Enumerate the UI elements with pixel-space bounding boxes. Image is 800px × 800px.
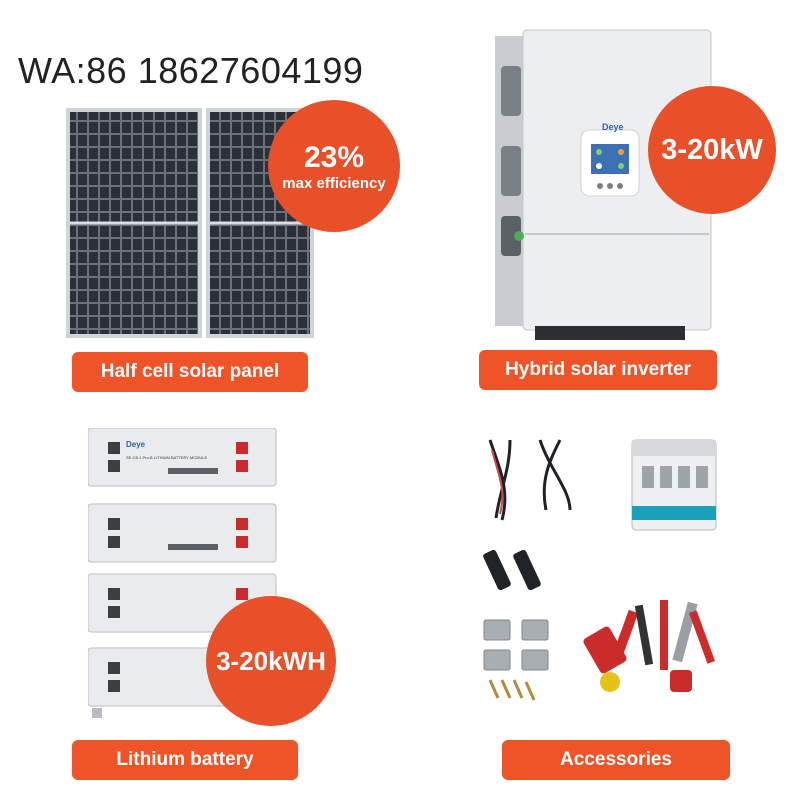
label-accessories: Accessories xyxy=(502,740,730,780)
label-battery: Lithium battery xyxy=(72,740,298,780)
toolkit-icon xyxy=(483,439,717,701)
inverter-icon xyxy=(495,29,712,340)
contact-text: WA:86 18627604199 xyxy=(18,50,364,91)
label-battery-text: Lithium battery xyxy=(116,749,254,770)
label-accessories-text: Accessories xyxy=(560,749,672,770)
label-solar-panel-text: Half cell solar panel xyxy=(100,361,280,382)
battery-brand: Deye xyxy=(126,440,146,449)
battery-module-text: SE-G5.1 Pro-B LITHIUM BATTERY MODULE xyxy=(126,455,208,460)
label-inverter: Hybrid solar inverter xyxy=(479,350,717,390)
battery-capacity-badge: 3-20kWH xyxy=(206,596,336,726)
inverter-power-badge: 3-20kW xyxy=(648,86,776,214)
efficiency-value: 23% xyxy=(303,140,365,174)
battery-capacity-value: 3-20kWH xyxy=(216,645,326,676)
label-inverter-text: Hybrid solar inverter xyxy=(505,359,691,380)
efficiency-badge: 23% max efficiency xyxy=(268,100,400,232)
efficiency-caption: max efficiency xyxy=(282,174,386,192)
label-solar-panel: Half cell solar panel xyxy=(72,352,308,392)
inverter-brand: Deye xyxy=(602,122,624,132)
solar-panel-icon xyxy=(66,108,314,338)
inverter-power-value: 3-20kW xyxy=(661,133,763,166)
